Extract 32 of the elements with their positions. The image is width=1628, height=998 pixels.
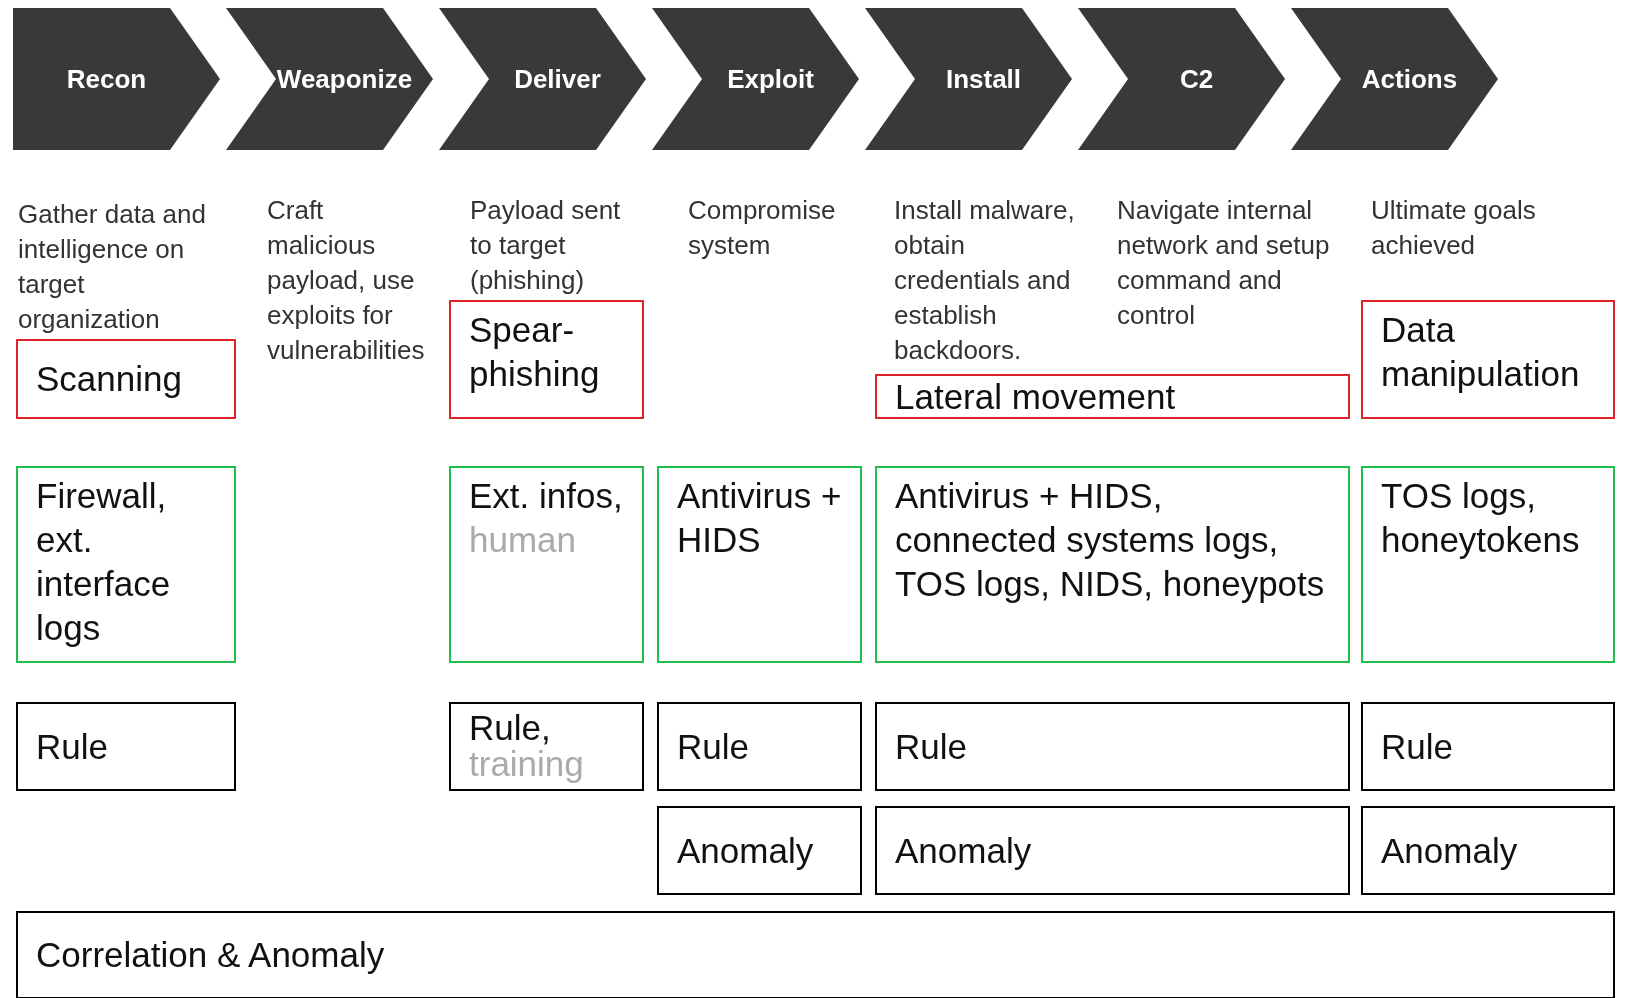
stage-banner: Exploit: [652, 8, 859, 150]
stage-banner: Actions: [1291, 8, 1498, 150]
source-box: Firewall, ext. interface logs: [16, 466, 236, 663]
method-box: Anomaly: [1361, 806, 1615, 895]
source-box: Antivirus + HIDS: [657, 466, 862, 663]
source-box: Ext. infos, human: [449, 466, 644, 663]
method-box: Rule: [1361, 702, 1615, 791]
stage-banner: Recon: [13, 8, 220, 150]
stage-banner: Install: [865, 8, 1072, 150]
method-box: Rule: [657, 702, 862, 791]
method-box: Anomaly: [875, 806, 1350, 895]
method-box: Anomaly: [657, 806, 862, 895]
stage-banner: Weaponize: [226, 8, 433, 150]
stage-description: Navigate internal network and setup command and control: [1117, 194, 1331, 332]
stage-description: Craft malicious payload, use exploits for vulnerabilities: [267, 194, 426, 367]
threat-box: Data manipulation: [1361, 300, 1615, 419]
stage-banner: Deliver: [439, 8, 646, 150]
stage-description: Payload sent to target (phishing): [470, 194, 622, 297]
source-box: Antivirus + HIDS, connected systems logs, TOS logs, NIDS, honeypots: [875, 466, 1350, 663]
stage-description: Gather data and intelligence on target organization: [18, 198, 207, 336]
source-box: TOS logs, honeytokens: [1361, 466, 1615, 663]
stage-description: Ultimate goals achieved: [1371, 194, 1537, 262]
method-box: Correlation & Anomaly: [16, 911, 1615, 998]
threat-box: Spear-phishing: [449, 300, 644, 419]
method-box: Rule, training: [449, 702, 644, 791]
method-box: Rule: [875, 702, 1350, 791]
method-box: Rule: [16, 702, 236, 791]
stage-banner: C2: [1078, 8, 1285, 150]
threat-box: Lateral movement: [875, 374, 1350, 419]
threat-box: Scanning: [16, 339, 236, 419]
stage-description: Install malware, obtain credentials and establish backdoors.: [894, 194, 1076, 367]
stage-description: Compromise system: [688, 194, 837, 262]
